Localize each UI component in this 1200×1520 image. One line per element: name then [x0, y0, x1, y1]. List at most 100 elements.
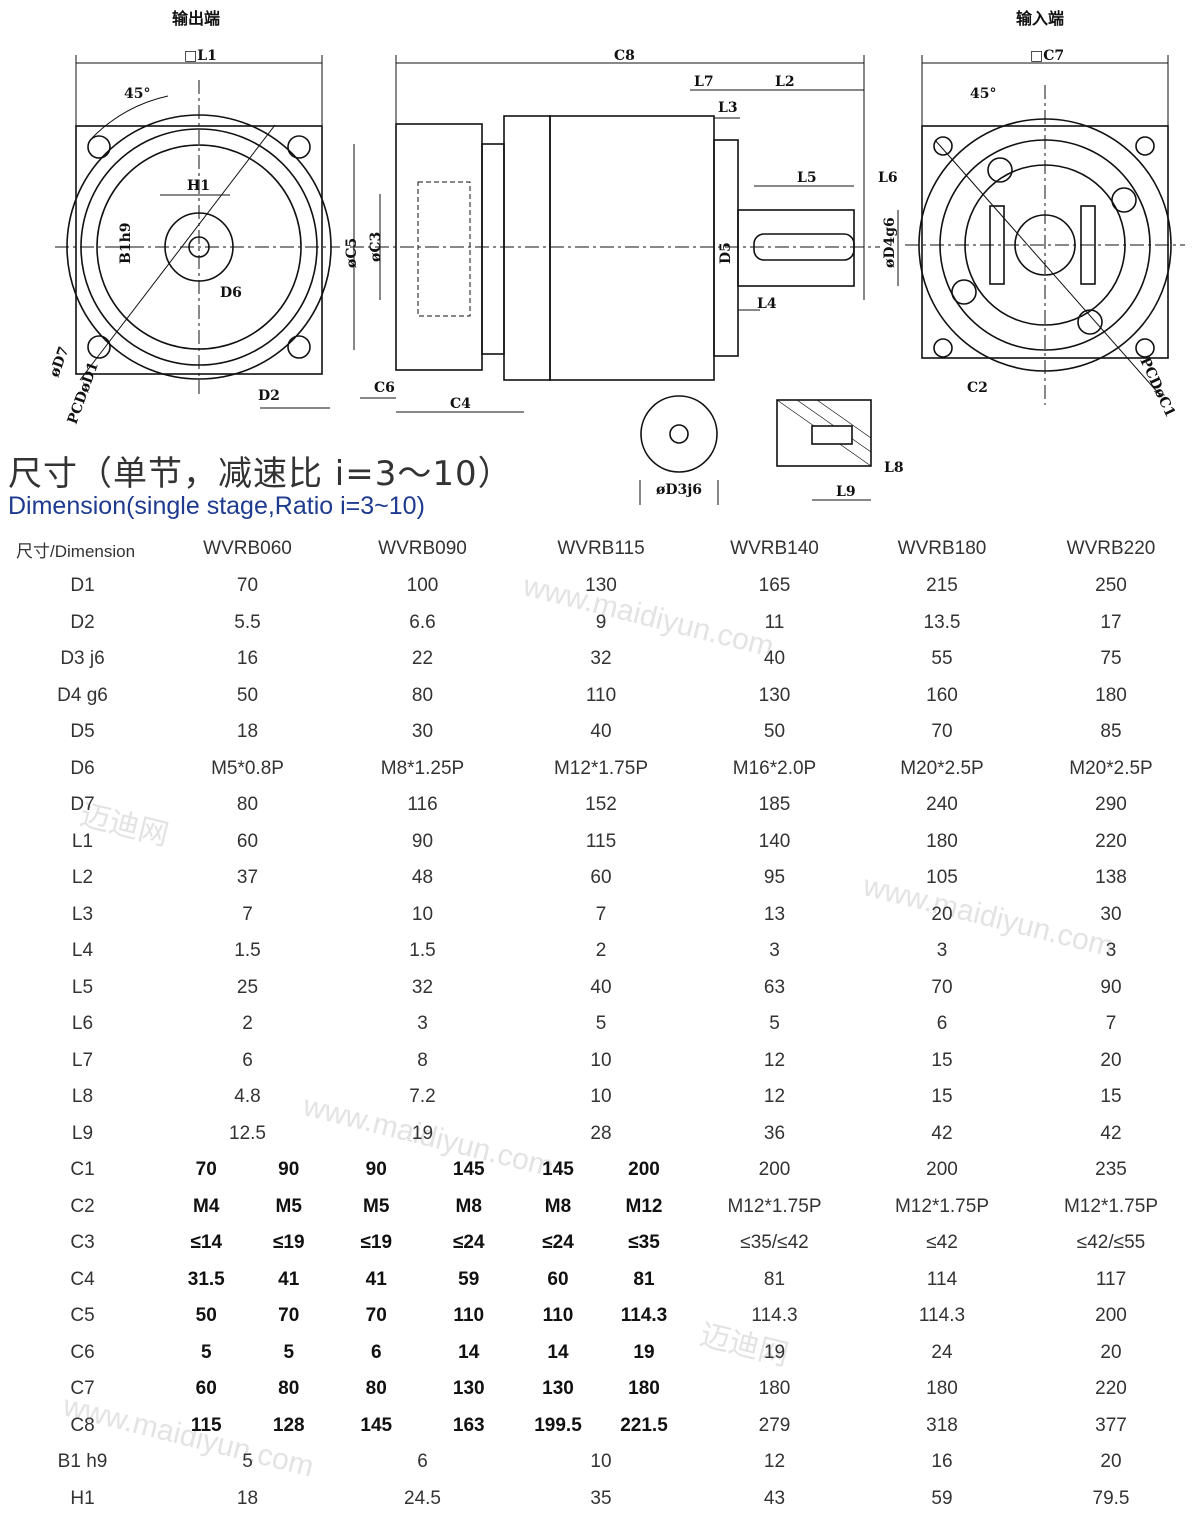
header-cell: WVRB140	[730, 538, 819, 559]
table-cell: 60	[590, 867, 612, 889]
table-cell: 3	[417, 1013, 428, 1035]
drawing-svg: 输出端 输入端 □L1 □C7 C8 L7 L2 L3 L5 L6 L4 D5 …	[47, 9, 1185, 505]
table-cell-value: 80	[278, 1378, 300, 1400]
row-label: C3	[70, 1232, 95, 1254]
table-cell: 11	[764, 611, 785, 633]
row-label: C5	[70, 1305, 95, 1327]
table-cell-value: M8	[544, 1195, 572, 1217]
row-label: D5	[70, 721, 95, 743]
table-cell-value: 70	[195, 1159, 217, 1181]
table-cell: 20	[1100, 1341, 1122, 1363]
table-cell: 79.5	[1092, 1487, 1130, 1509]
label-d3: øD3j6	[656, 482, 702, 498]
table-cell-value: M5	[363, 1195, 390, 1217]
table-cell: 15	[1100, 1086, 1122, 1108]
table-cell: 1.5	[234, 940, 261, 962]
table-cell: 40	[590, 976, 612, 998]
table-cell: 5	[595, 1013, 607, 1035]
row-label: C4	[70, 1268, 95, 1290]
table-cell: 59	[931, 1487, 953, 1509]
table-cell: 7.2	[409, 1086, 436, 1108]
label-l6: L6	[878, 170, 898, 186]
row-label: C6	[70, 1341, 95, 1363]
table-cell: 2	[595, 940, 607, 962]
label-c7: □C7	[1030, 48, 1064, 64]
table-cell: 220	[1095, 830, 1127, 852]
label-l2: L2	[775, 74, 795, 90]
table-cell: 60	[236, 830, 259, 852]
table-cell: 200	[926, 1159, 958, 1181]
table-cell-value: ≤24	[542, 1232, 574, 1254]
table-cell-value: 110	[542, 1305, 574, 1327]
table-cell: ≤24≤35	[515, 1225, 687, 1262]
table-cell: 130	[585, 575, 617, 597]
table-cell-value: 41	[278, 1268, 300, 1290]
table-cell: 75	[1100, 648, 1122, 670]
row-label: D4 g6	[57, 684, 108, 706]
table-cell: 8	[417, 1049, 428, 1071]
label-c5: øC5	[344, 238, 360, 268]
header-cell: WVRB115	[557, 538, 645, 559]
table-cell-value: 145	[452, 1159, 485, 1181]
header-cell: 尺寸/Dimension	[16, 541, 136, 561]
table-cell-value: ≤14	[190, 1232, 223, 1254]
table-cell: 32	[590, 648, 612, 670]
output-end-label: 输出端	[172, 9, 220, 28]
table-cell-value: M4	[193, 1195, 220, 1217]
table-cell: 13	[763, 903, 786, 925]
table-cell-value: 41	[365, 1268, 387, 1290]
table-cell: 90	[1100, 976, 1122, 998]
table-cell: 16	[931, 1451, 953, 1473]
row-label: L9	[71, 1122, 94, 1144]
table-cell: 140	[758, 830, 791, 852]
table-cell: 165	[758, 575, 791, 597]
table-cell: 90	[411, 830, 434, 852]
row-label: D6	[70, 757, 95, 779]
table-cell: 110 114.3	[515, 1298, 687, 1335]
table-cell: 80	[236, 794, 259, 816]
label-c1: PCDøC1	[1136, 355, 1178, 420]
table-cell: 17	[1100, 611, 1122, 633]
label-l4: L4	[757, 296, 777, 312]
table-cell: 6	[936, 1013, 948, 1035]
table-cell-value: 145	[360, 1414, 393, 1436]
table-cell-value: 200	[628, 1159, 660, 1181]
title-chinese: 尺寸（单节，减速比 i=3～10）	[8, 454, 513, 494]
table-cell: ≤19≤24	[330, 1225, 515, 1262]
table-cell-value: 145	[542, 1159, 574, 1181]
table-cell: 5.5	[234, 611, 261, 633]
table-cell: 115	[585, 830, 617, 852]
table-cell: 19	[763, 1341, 786, 1363]
table-cell: 235	[1095, 1159, 1127, 1181]
row-label: D3 j6	[60, 648, 105, 670]
table-cell: 105	[926, 867, 958, 889]
table-cell-value: 128	[272, 1414, 305, 1436]
row-label: C1	[70, 1159, 95, 1181]
table-cell: 7	[242, 903, 253, 925]
table-cell: 220	[1095, 1378, 1127, 1400]
table-cell: 40	[763, 648, 786, 670]
table-cell-value: 114.3	[620, 1305, 668, 1327]
table-cell-value: 19	[633, 1341, 655, 1363]
table-cell: 138	[1095, 867, 1127, 889]
label-c4: C4	[450, 396, 471, 412]
table-cell: M12*1.75P	[727, 1195, 822, 1217]
table-cell: 40	[590, 721, 612, 743]
label-l1: □L1	[184, 48, 217, 64]
table-cell: 279	[758, 1414, 791, 1436]
table-cell: 180	[1095, 684, 1127, 706]
table-cell-value: M8	[455, 1195, 482, 1217]
table-cell-value: 14	[547, 1341, 569, 1363]
table-cell: 100	[406, 575, 439, 597]
